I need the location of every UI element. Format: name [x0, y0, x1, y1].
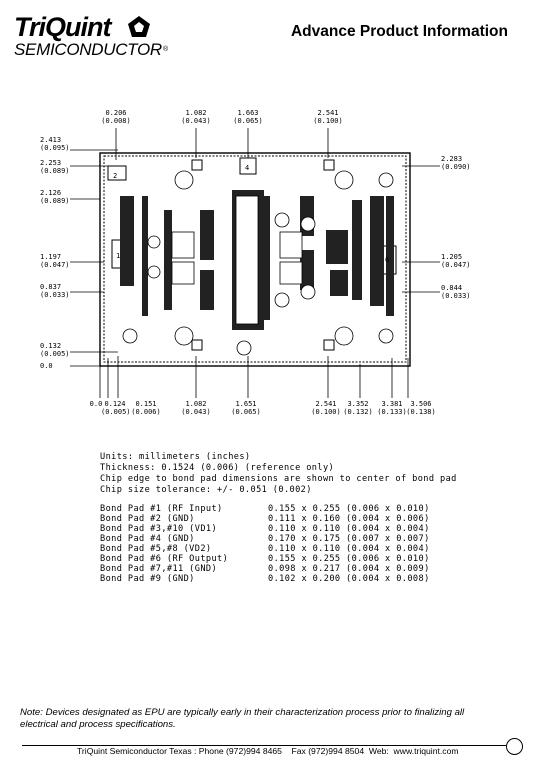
- bond-pad-name: Bond Pad #6 (RF Output): [100, 554, 229, 564]
- dim-top-4: 2.541(0.100): [313, 109, 343, 125]
- dim-bottom-8: 3.381(0.133): [377, 400, 407, 416]
- dim-right-3: 0.844(0.033): [441, 284, 471, 300]
- bond-pad-size: 0.098 x 0.217 (0.004 x 0.009): [268, 564, 430, 574]
- dim-bottom-3: 0.151(0.006): [131, 400, 161, 416]
- pad-label-4: 4: [245, 164, 249, 172]
- dim-bottom-5: 1.651(0.065): [231, 400, 261, 416]
- spec-chip-edge: Chip edge to bond pad dimensions are sho…: [100, 474, 457, 484]
- dim-left-3: 2.126(0.089): [40, 189, 70, 205]
- bond-pad-name: Bond Pad #3,#10 (VD1): [100, 524, 218, 534]
- circle-icon: [506, 738, 523, 755]
- bond-pad-name: Bond Pad #1 (RF Input): [100, 504, 223, 514]
- dim-right-2: 1.205(0.047): [441, 253, 471, 269]
- bond-pad-size: 0.110 x 0.110 (0.004 x 0.004): [268, 524, 430, 534]
- dim-left-7: 0.0: [40, 362, 53, 370]
- dim-left-1: 2.413(0.095): [40, 136, 70, 152]
- bond-pad-name: Bond Pad #7,#11 (GND): [100, 564, 218, 574]
- pad-label-1: 1: [116, 252, 120, 260]
- dim-bottom-7: 3.352(0.132): [343, 400, 373, 416]
- bond-pad-name: Bond Pad #5,#8 (VD2): [100, 544, 212, 554]
- footer-contact: TriQuint Semiconductor Texas : Phone (97…: [77, 746, 459, 756]
- bond-pad-size: 0.110 x 0.110 (0.004 x 0.004): [268, 544, 430, 554]
- dim-bottom-9: 3.506(0.138): [406, 400, 436, 416]
- dim-left-2: 2.253(0.089): [40, 159, 70, 175]
- bond-pad-size: 0.170 x 0.175 (0.007 x 0.007): [268, 534, 430, 544]
- pad-label-2: 2: [113, 172, 117, 180]
- bond-pad-name: Bond Pad #9 (GND): [100, 574, 195, 584]
- dim-bottom-2: 0.124(0.005): [101, 400, 131, 416]
- pad-label-6: 6: [385, 256, 389, 264]
- dim-left-6: 0.132(0.005): [40, 342, 70, 358]
- dim-left-4: 1.197(0.047): [40, 253, 70, 269]
- spec-units: Units: millimeters (inches): [100, 452, 251, 462]
- epu-note: Note: Devices designated as EPU are typi…: [20, 707, 465, 730]
- pentagon-logo-icon: [128, 16, 150, 37]
- dim-right-1: 2.283(0.090): [441, 155, 471, 171]
- bond-pad-size: 0.155 x 0.255 (0.006 x 0.010): [268, 504, 430, 514]
- dim-top-3: 1.663(0.065): [233, 109, 263, 125]
- dim-top-2: 1.082(0.043): [181, 109, 211, 125]
- bond-pad-name: Bond Pad #4 (GND): [100, 534, 195, 544]
- spec-tolerance: Chip size tolerance: +/- 0.051 (0.002): [100, 485, 312, 495]
- dim-bottom-6: 2.541(0.100): [311, 400, 341, 416]
- dim-top-1: 0.206(0.008): [101, 109, 131, 125]
- footer-divider: [22, 745, 506, 746]
- registered-mark: ®: [162, 46, 168, 53]
- dim-left-5: 0.837(0.033): [40, 283, 70, 299]
- bond-pad-size: 0.111 x 0.160 (0.004 x 0.006): [268, 514, 430, 524]
- company-logo-wordmark: TriQuint: [14, 12, 111, 42]
- company-logo-subtitle: SEMICONDUCTOR®: [14, 40, 168, 59]
- bond-pad-size: 0.102 x 0.200 (0.004 x 0.008): [268, 574, 430, 584]
- page-title: Advance Product Information: [290, 23, 508, 40]
- dim-bottom-1: 0.0: [89, 400, 103, 408]
- bond-pad-size: 0.155 x 0.255 (0.006 x 0.010): [268, 554, 430, 564]
- chip-die-drawing: 2 1 4 6: [70, 128, 440, 398]
- bond-pad-name: Bond Pad #2 (GND): [100, 514, 195, 524]
- spec-thickness: Thickness: 0.1524 (0.006) (reference onl…: [100, 463, 335, 473]
- dim-bottom-4: 1.082(0.043): [181, 400, 211, 416]
